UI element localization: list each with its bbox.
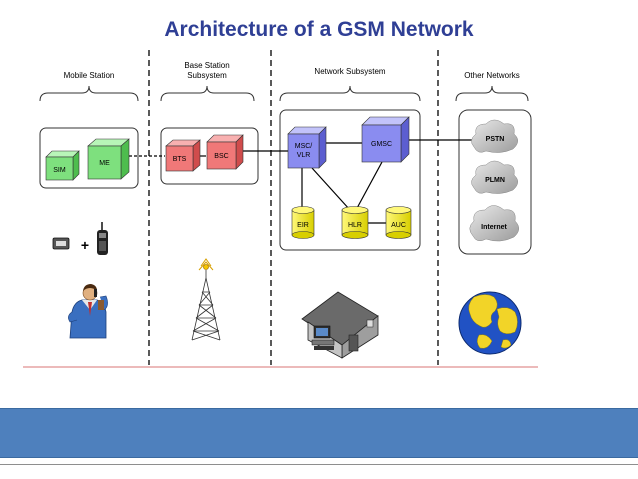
link-gmsc-hlr <box>355 161 383 211</box>
plmn-cloud: PLMN <box>471 160 518 194</box>
person-phone-icon <box>68 284 108 339</box>
bts-box: BTS <box>165 139 201 172</box>
pstn-cloud: PSTN <box>471 119 518 153</box>
cell-tower-icon <box>191 258 221 341</box>
connections <box>129 139 472 224</box>
internet-label: Internet <box>481 224 507 231</box>
plus-sign: + <box>81 237 89 253</box>
brace-other-networks <box>455 85 529 102</box>
auc-label: AUC <box>391 222 406 229</box>
bts-label: BTS <box>173 156 187 163</box>
plmn-label: PLMN <box>485 177 505 184</box>
page-title: Architecture of a GSM Network <box>164 18 474 41</box>
label-mobile-station: Mobile Station <box>64 71 115 80</box>
bsc-label: BSC <box>214 153 228 160</box>
sim-label: SIM <box>53 167 66 174</box>
brace-bss <box>160 85 255 102</box>
gmsc-box: GMSC <box>361 116 410 163</box>
me-box: ME <box>87 138 130 180</box>
label-network-subsystem: Network Subsystem <box>314 67 385 76</box>
eir-database: EIR <box>291 206 315 239</box>
msc-vlr-box: MSC/ VLR <box>287 126 327 169</box>
house-computer-icon <box>301 291 379 359</box>
label-other-networks: Other Networks <box>464 71 520 80</box>
sim-box: SIM <box>45 150 80 181</box>
hlr-database: HLR <box>341 206 369 239</box>
section-separators <box>148 50 439 365</box>
eir-label: EIR <box>297 222 309 229</box>
gmsc-label: GMSC <box>371 141 392 148</box>
footer-bar <box>0 408 638 458</box>
msc-label-line2: VLR <box>297 152 311 159</box>
label-bss-line1: Base Station <box>184 61 229 70</box>
mobile-terminal-icon <box>52 237 70 250</box>
network-subsystem-group <box>279 109 421 251</box>
link-msc-hlr <box>311 167 351 211</box>
hlr-label: HLR <box>348 222 362 229</box>
me-label: ME <box>99 160 110 167</box>
auc-database: AUC <box>385 206 412 239</box>
pstn-label: PSTN <box>486 136 505 143</box>
handset-icon <box>97 222 108 255</box>
bsc-box: BSC <box>206 134 244 170</box>
label-bss-line2: Subsystem <box>187 71 227 80</box>
internet-cloud: Internet <box>469 205 519 242</box>
brace-network-subsystem <box>279 85 421 102</box>
section-braces <box>39 85 529 102</box>
brace-mobile-station <box>39 85 139 102</box>
mobile-station-group <box>39 127 139 189</box>
globe-icon <box>458 291 522 355</box>
bottom-divider <box>0 464 638 465</box>
other-networks-group <box>458 109 532 255</box>
msc-label-line1: MSC/ <box>295 143 313 150</box>
